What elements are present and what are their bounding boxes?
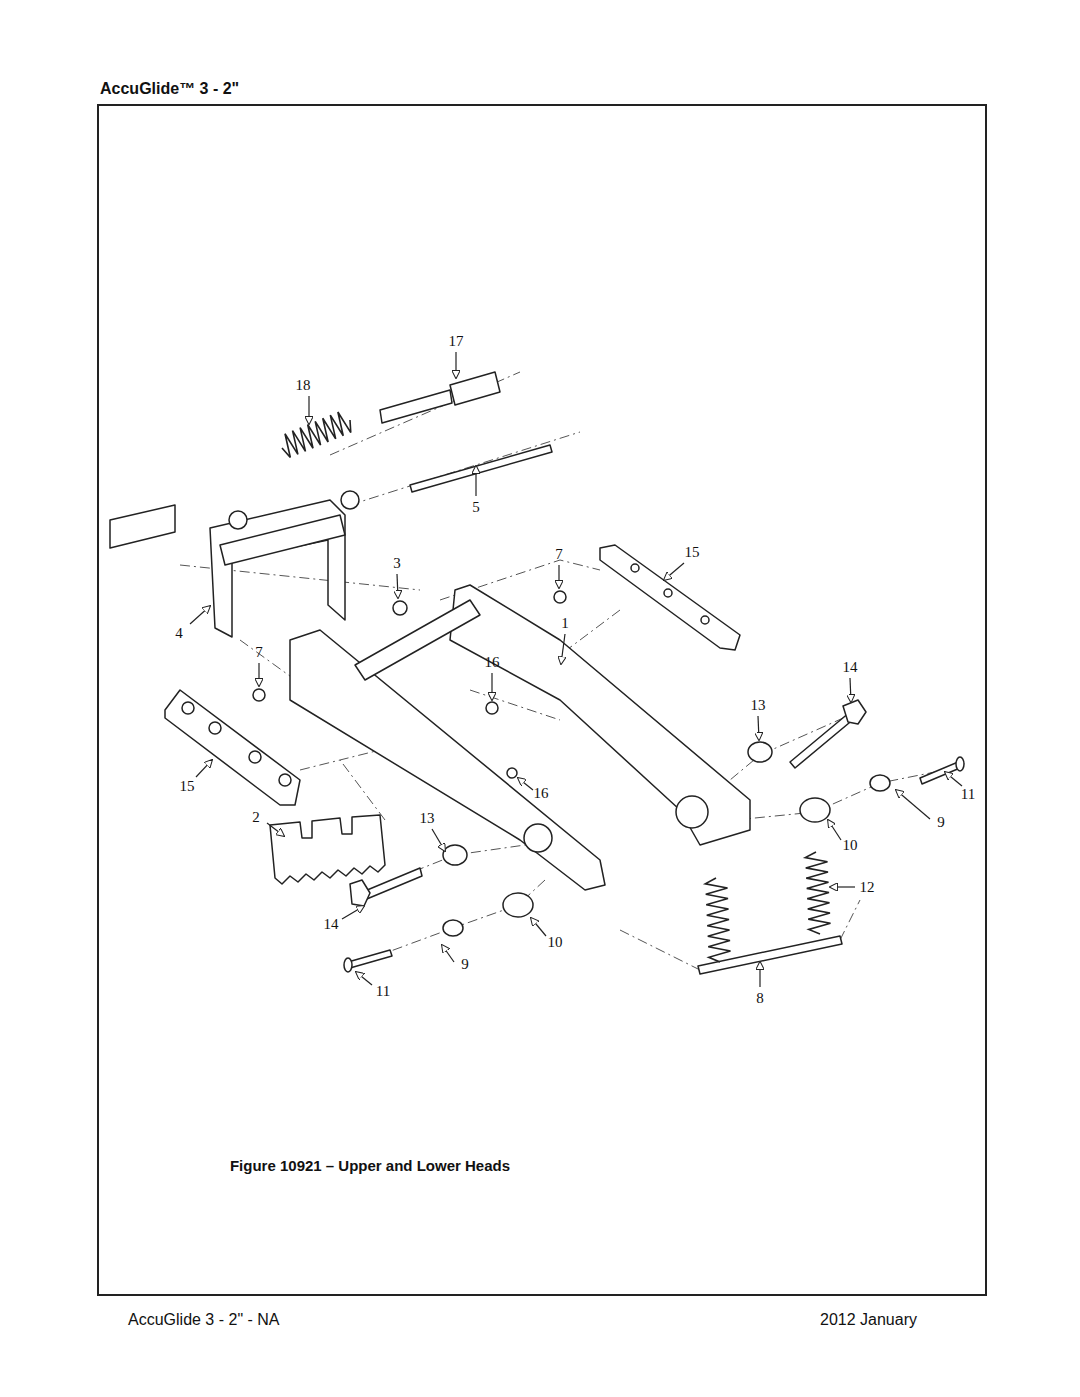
callout-number: 8 bbox=[754, 990, 766, 1007]
nut bbox=[507, 768, 517, 778]
leader-arrows bbox=[190, 352, 962, 987]
callout-number: 3 bbox=[391, 555, 403, 572]
callout-number: 4 bbox=[173, 625, 185, 642]
screw bbox=[554, 591, 566, 603]
callout-number: 10 bbox=[546, 934, 565, 951]
screw bbox=[393, 601, 407, 615]
label-sheet bbox=[110, 505, 175, 548]
callout-number: 15 bbox=[683, 544, 702, 561]
callout-number: 11 bbox=[959, 786, 977, 803]
callout-number: 11 bbox=[374, 983, 392, 1000]
page-title: AccuGlide™ 3 - 2" bbox=[100, 80, 239, 98]
callout-number: 5 bbox=[470, 499, 482, 516]
callout-number: 15 bbox=[178, 778, 197, 795]
callout-number: 9 bbox=[459, 956, 471, 973]
spacer bbox=[748, 742, 772, 762]
callout-number: 10 bbox=[841, 837, 860, 854]
bracket-ear bbox=[229, 511, 247, 529]
callout-number: 17 bbox=[447, 333, 466, 350]
screw bbox=[486, 702, 498, 714]
bolt bbox=[790, 712, 855, 768]
rod bbox=[410, 445, 552, 492]
bushing bbox=[443, 920, 463, 936]
pin bbox=[920, 762, 960, 784]
callout-number: 1 bbox=[559, 615, 571, 632]
springs bbox=[282, 412, 830, 962]
callout-number: 13 bbox=[418, 810, 437, 827]
callout-number: 18 bbox=[294, 377, 313, 394]
tube bbox=[380, 390, 452, 423]
callout-number: 12 bbox=[858, 879, 877, 896]
assembly-lines bbox=[180, 372, 945, 970]
parts bbox=[110, 372, 964, 974]
arm-hole bbox=[676, 796, 708, 828]
coil-spring bbox=[705, 878, 730, 962]
figure-frame bbox=[98, 105, 986, 1295]
arm-hole bbox=[524, 824, 552, 852]
callout-number: 2 bbox=[250, 809, 262, 826]
tube-collar bbox=[450, 372, 500, 405]
bracket-ear bbox=[341, 491, 359, 509]
bolt-head bbox=[843, 700, 866, 724]
callout-number: 7 bbox=[553, 546, 565, 563]
callout-number: 16 bbox=[532, 785, 551, 802]
pin bbox=[348, 950, 392, 968]
spacer bbox=[503, 893, 533, 917]
cross-plate bbox=[355, 600, 480, 680]
coil-spring bbox=[805, 852, 830, 934]
figure-caption: Figure 10921 – Upper and Lower Heads bbox=[230, 1157, 510, 1174]
bolt-head bbox=[350, 880, 370, 906]
coil-spring bbox=[282, 412, 351, 458]
screw bbox=[253, 689, 265, 701]
footer-date: 2012 January bbox=[820, 1311, 917, 1329]
callout-number: 16 bbox=[483, 654, 502, 671]
upper-head-bracket bbox=[210, 500, 345, 637]
callout-number: 7 bbox=[253, 644, 265, 661]
shaft bbox=[698, 936, 842, 974]
callout-number: 9 bbox=[935, 814, 947, 831]
pin-head bbox=[344, 958, 352, 972]
callout-number: 14 bbox=[322, 916, 341, 933]
side-plate bbox=[600, 545, 740, 650]
callout-number: 14 bbox=[841, 659, 860, 676]
pin-head bbox=[956, 757, 964, 771]
spacer bbox=[800, 798, 830, 822]
side-plate bbox=[165, 690, 300, 805]
cutter-blade bbox=[270, 815, 385, 884]
callout-number: 13 bbox=[749, 697, 768, 714]
bushing bbox=[870, 775, 890, 791]
footer-text: AccuGlide 3 - 2" - NA bbox=[128, 1311, 280, 1329]
spacer bbox=[443, 845, 467, 865]
